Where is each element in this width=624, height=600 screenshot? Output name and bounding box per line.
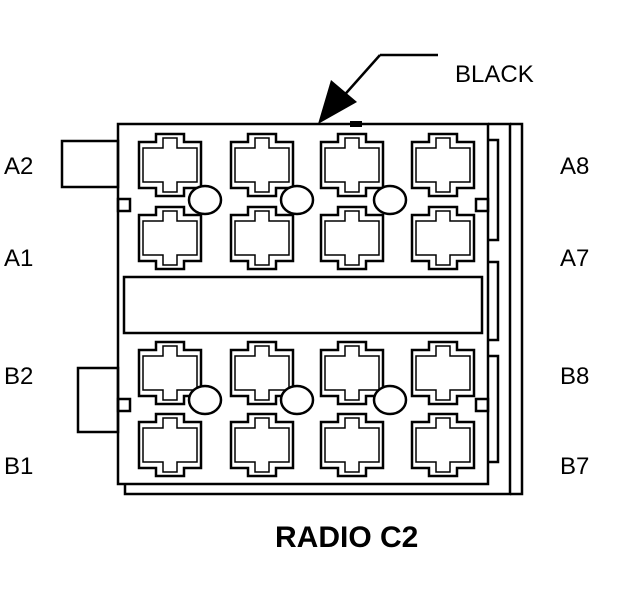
pin-cavity — [229, 205, 295, 271]
pin-cavity-inner — [324, 345, 380, 401]
pin-label-right-b8: B8 — [560, 363, 590, 390]
diagram-title: RADIO C2 — [275, 521, 419, 554]
pin-cavity — [137, 340, 203, 406]
pin-label-right-a7: A7 — [560, 245, 590, 272]
latch-top — [60, 139, 120, 189]
pin-cavity-inner — [142, 210, 198, 266]
pin-cavity-inner — [415, 417, 471, 473]
pin-cavity-inner — [234, 210, 290, 266]
pin-label-right-a8: A8 — [560, 153, 590, 180]
housing-notch — [474, 397, 490, 413]
pin-cavity-inner — [324, 417, 380, 473]
keying-oval — [279, 384, 315, 416]
keying-oval — [372, 184, 408, 216]
connector-housing — [116, 122, 490, 486]
pin-cavity-inner — [415, 210, 471, 266]
pin-cavity — [137, 205, 203, 271]
keying-oval — [187, 384, 223, 416]
pin-cavity-inner — [324, 210, 380, 266]
color-pointer-arrow — [318, 53, 438, 124]
right-rail-inner — [123, 122, 512, 496]
pin-cavity-inner — [415, 345, 471, 401]
pin-label-left-a2: A2 — [4, 153, 34, 180]
pin-cavity — [319, 205, 385, 271]
right-rail-outer — [510, 122, 524, 496]
color-label: BLACK — [455, 61, 534, 88]
housing-notch — [474, 197, 490, 213]
pin-cavity — [410, 132, 476, 198]
pin-cavity — [410, 412, 476, 478]
center-slot — [122, 275, 484, 335]
pin-cavity — [319, 132, 385, 198]
rail-tick — [488, 260, 500, 342]
pin-label-left-b1: B1 — [4, 453, 34, 480]
pin-cavity — [137, 412, 203, 478]
housing-notch — [116, 197, 132, 213]
latch-bottom — [76, 366, 120, 434]
pin-label-left-b2: B2 — [4, 363, 34, 390]
rail-tick — [488, 354, 500, 464]
rail-tick — [488, 138, 500, 242]
pin-cavity — [319, 412, 385, 478]
pin-label-right-b7: B7 — [560, 453, 590, 480]
pin-cavity-inner — [234, 345, 290, 401]
pin-cavity-inner — [234, 417, 290, 473]
pin-cavity — [410, 340, 476, 406]
pin-cavity — [229, 340, 295, 406]
pin-label-left-a1: A1 — [4, 245, 34, 272]
pin-cavity — [137, 132, 203, 198]
pin-cavity — [319, 340, 385, 406]
pin-cavity-inner — [142, 345, 198, 401]
pin-cavity — [229, 132, 295, 198]
pin-cavity — [229, 412, 295, 478]
housing-notch — [116, 397, 132, 413]
pin-cavity-inner — [142, 417, 198, 473]
keying-oval — [372, 384, 408, 416]
pin-cavity — [410, 205, 476, 271]
pin-cavity-inner — [142, 137, 198, 193]
keying-oval — [187, 184, 223, 216]
keying-oval — [279, 184, 315, 216]
pin-cavity-inner — [415, 137, 471, 193]
pin-cavity-inner — [324, 137, 380, 193]
pin-cavity-inner — [234, 137, 290, 193]
